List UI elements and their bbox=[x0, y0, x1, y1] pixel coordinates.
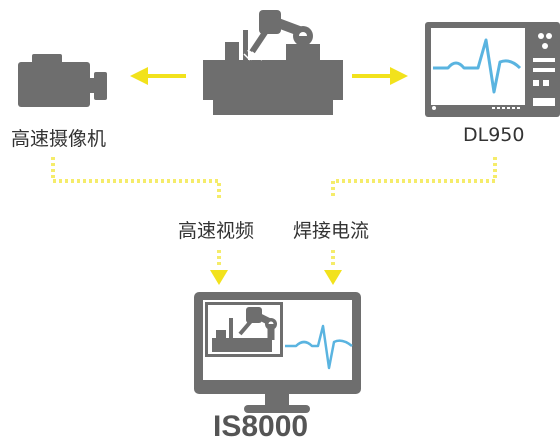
recorder-label: DL950 bbox=[463, 124, 525, 146]
welding-robot-icon bbox=[203, 10, 343, 115]
current-flow-label: 焊接电流 bbox=[293, 220, 370, 242]
monitor-icon bbox=[194, 292, 361, 413]
current-connector bbox=[331, 157, 497, 268]
video-flow-label: 高速视频 bbox=[178, 220, 255, 242]
arrow-to-recorder bbox=[352, 67, 408, 85]
camera-icon bbox=[18, 54, 107, 107]
recorder-icon bbox=[425, 22, 560, 117]
video-connector bbox=[51, 157, 221, 268]
system-title: IS8000 bbox=[213, 410, 309, 443]
camera-label: 高速摄像机 bbox=[11, 128, 107, 150]
arrow-video-to-monitor bbox=[210, 270, 228, 285]
arrow-to-camera bbox=[130, 67, 186, 85]
arrow-current-to-monitor bbox=[324, 270, 342, 285]
